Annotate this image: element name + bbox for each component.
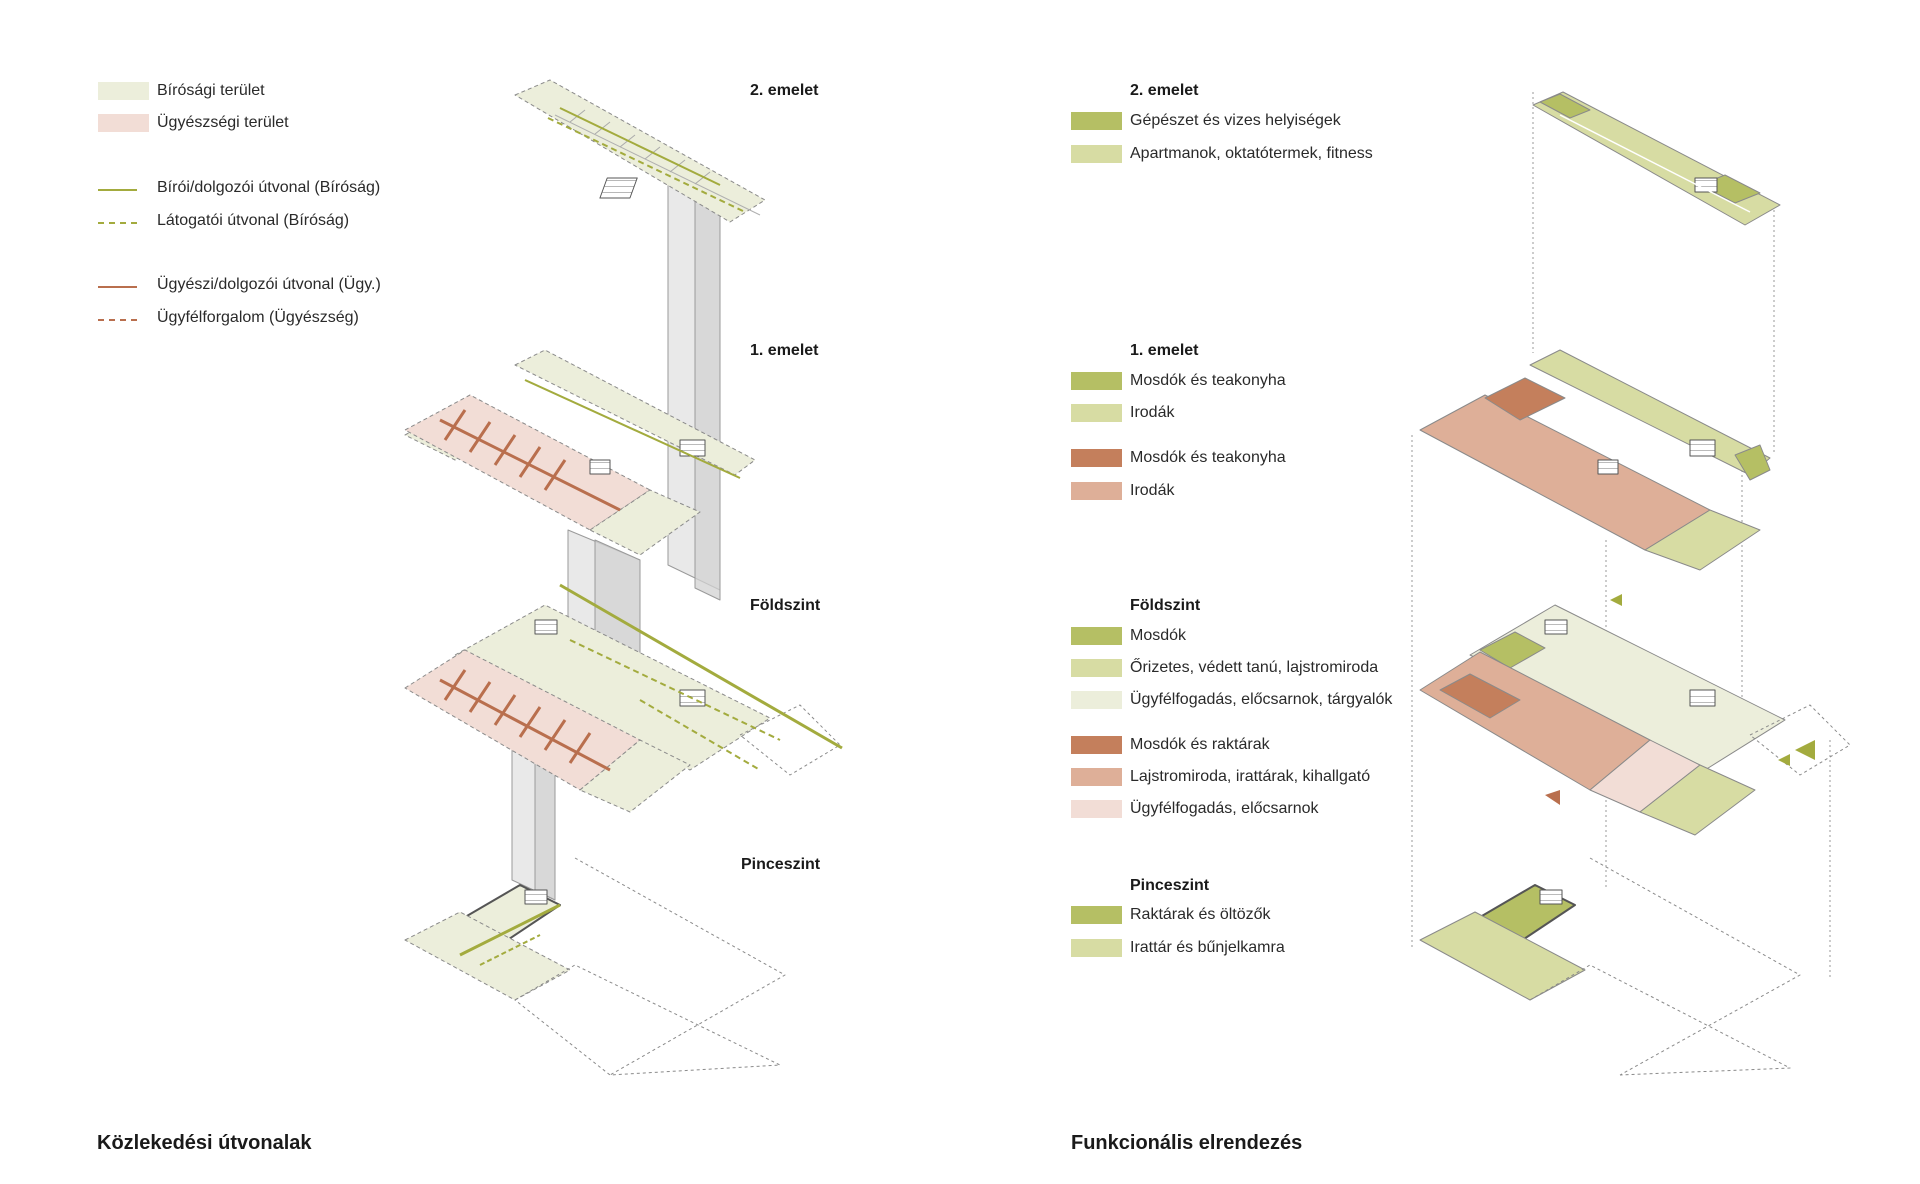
legend-swatch-6 [1071,482,1122,500]
left-panel-title: Közlekedési útvonalak [97,1132,312,1154]
right-level-ground-label: Földszint [1130,597,1201,614]
judge-route-label: Bírói/dolgozói útvonal (Bíróság) [157,179,381,196]
court-area-swatch [98,82,149,100]
client-route-line-key [98,319,137,321]
legend-swatch-3 [1071,372,1122,390]
right-basement-slab [1419,857,1801,1076]
court-area-label: Bírósági terület [157,82,265,99]
legend-swatch-10 [1071,736,1122,754]
legend-swatch-1 [1071,112,1122,130]
legend-label-12: Ügyfélfogadás, előcsarnok [1130,800,1319,817]
right-level-basement-label: Pinceszint [1130,877,1210,894]
prosecutor-route-line-key [98,286,137,288]
legend-label-5: Mosdók és teakonyha [1130,449,1286,466]
left-basement-slab [404,857,786,1076]
legend-label-1: Gépészet és vizes helyiségek [1130,112,1341,129]
client-route-label: Ügyfélforgalom (Ügyészség) [157,309,359,326]
legend-label-11: Lajstromiroda, irattárak, kihallgató [1130,768,1371,785]
left-axonometric [404,79,843,1076]
visitor-route-label: Látogatói útvonal (Bíróság) [157,212,350,229]
legend-label-8: Őrizetes, védett tanú, lajstromiroda [1130,659,1379,676]
right-level-1-slab [1419,349,1771,571]
prosecution-area-label: Ügyészségi terület [157,114,289,131]
legend-swatch-8 [1071,659,1122,677]
right-level-1-label: 1. emelet [1130,342,1199,359]
visitor-route-line-key [98,222,137,224]
legend-swatch-2 [1071,145,1122,163]
legend-swatch-5 [1071,449,1122,467]
legend-label-10: Mosdók és raktárak [1130,736,1270,753]
legend-label-6: Irodák [1130,482,1175,499]
legend-label-9: Ügyfélfogadás, előcsarnok, tárgyalók [1130,691,1393,708]
legend-swatch-7 [1071,627,1122,645]
legend-label-3: Mosdók és teakonyha [1130,372,1286,389]
left-level-2-label: 2. emelet [750,82,819,99]
left-ground-slab [404,583,843,813]
legend-label-14: Irattár és bűnjelkamra [1130,939,1285,956]
judge-route-line-key [98,189,137,191]
left-level-1-label: 1. emelet [750,342,819,359]
prosecutor-route-label: Ügyészi/dolgozói útvonal (Ügy.) [157,276,381,293]
legend-label-13: Raktárak és öltözők [1130,906,1271,923]
left-level-1-slab [404,349,756,556]
legend-swatch-13 [1071,906,1122,924]
legend-label-2: Apartmanok, oktatótermek, fitness [1130,145,1373,162]
legend-swatch-12 [1071,800,1122,818]
right-axonometric [1411,91,1851,1076]
left-level-basement-label: Pinceszint [741,856,821,873]
legend-label-7: Mosdók [1130,627,1187,644]
left-level-ground-label: Földszint [750,597,821,614]
legend-swatch-14 [1071,939,1122,957]
legend-swatch-4 [1071,404,1122,422]
right-level-2-label: 2. emelet [1130,82,1199,99]
right-level-2-slab [1532,91,1781,226]
legend-label-4: Irodák [1130,404,1175,421]
legend-swatch-9 [1071,691,1122,709]
prosecution-area-swatch [98,114,149,132]
right-ground-slab [1419,594,1851,836]
legend-swatch-11 [1071,768,1122,786]
right-panel-title: Funkcionális elrendezés [1071,1132,1303,1154]
left-level-2-slab [514,79,766,223]
